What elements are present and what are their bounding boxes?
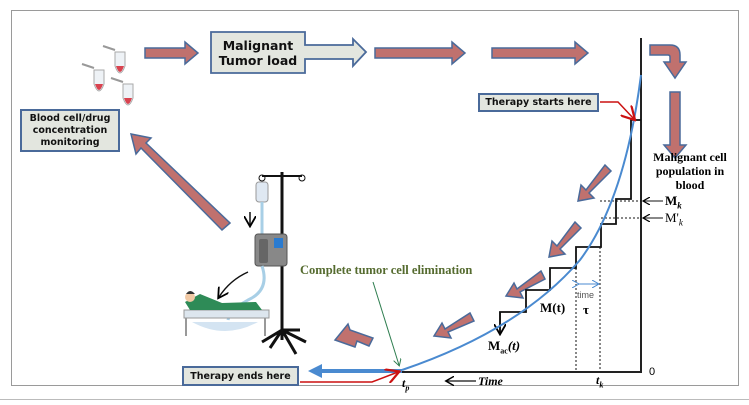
mpk-text: M' [665,210,679,225]
flow-arrow-to-monitoring [129,133,232,232]
mac-sub: ac [500,346,508,356]
flow-arrow-curved [649,44,688,80]
time-small-label: time [577,290,595,300]
flow-arrow-down [662,91,688,160]
tk-sub: k [599,380,604,390]
tk-label: tk [596,373,603,389]
flow-arrow-1 [144,40,200,66]
mpk-label: M'k [665,210,683,228]
tp-sub: p [405,383,410,393]
exponential-curve [401,74,642,371]
flow-arrow-diag-4 [432,311,476,339]
tumor-load-shape [210,31,368,74]
mk-text: M [665,193,678,208]
elimination-label: Complete tumor cell elimination [300,263,473,277]
elimination-pointer [372,281,399,365]
time-axis-label: Time [478,374,503,388]
therapy-start-pointer [600,101,634,119]
figure-frame [11,10,739,386]
therapy-ends-box: Therapy ends here [182,366,299,386]
divider [0,399,749,400]
mac-label: Mac(t) [488,338,520,356]
tau-label: τ [583,302,589,317]
therapy-end-blue-arrowhead [308,364,322,378]
flow-arrow-diag-2 [548,220,583,258]
origin-label: 0 [649,366,656,378]
tp-label: tp [402,376,409,392]
tk-text: t [596,373,600,387]
patient-iv-illustration [183,172,307,355]
therapy-starts-box: Therapy starts here [478,93,599,112]
tumor-load-label: Malignant Tumor load [218,37,298,68]
mpk-sub: k [678,217,683,228]
flow-arrow-left [333,322,375,348]
monitoring-box: Blood cell/drug concentration monitoring [20,109,120,152]
mt-label: M(t) [540,300,566,315]
tp-text: t [402,376,406,390]
mac-arg: (t) [507,338,521,353]
flow-arrow-diag-1 [577,163,613,202]
therapy-end-pointer [300,372,398,382]
flow-arrow-diag-3 [504,269,547,299]
flow-arrow-2 [374,40,467,66]
mk-label: Mk [665,193,682,211]
flow-arrow-3 [491,40,590,66]
y-axis-title: Malignant cell population in blood [653,150,727,192]
mac-text: M [488,338,501,353]
mk-sub: k [677,200,682,211]
staircase-mt [499,119,641,332]
test-tubes-icon [81,45,134,106]
